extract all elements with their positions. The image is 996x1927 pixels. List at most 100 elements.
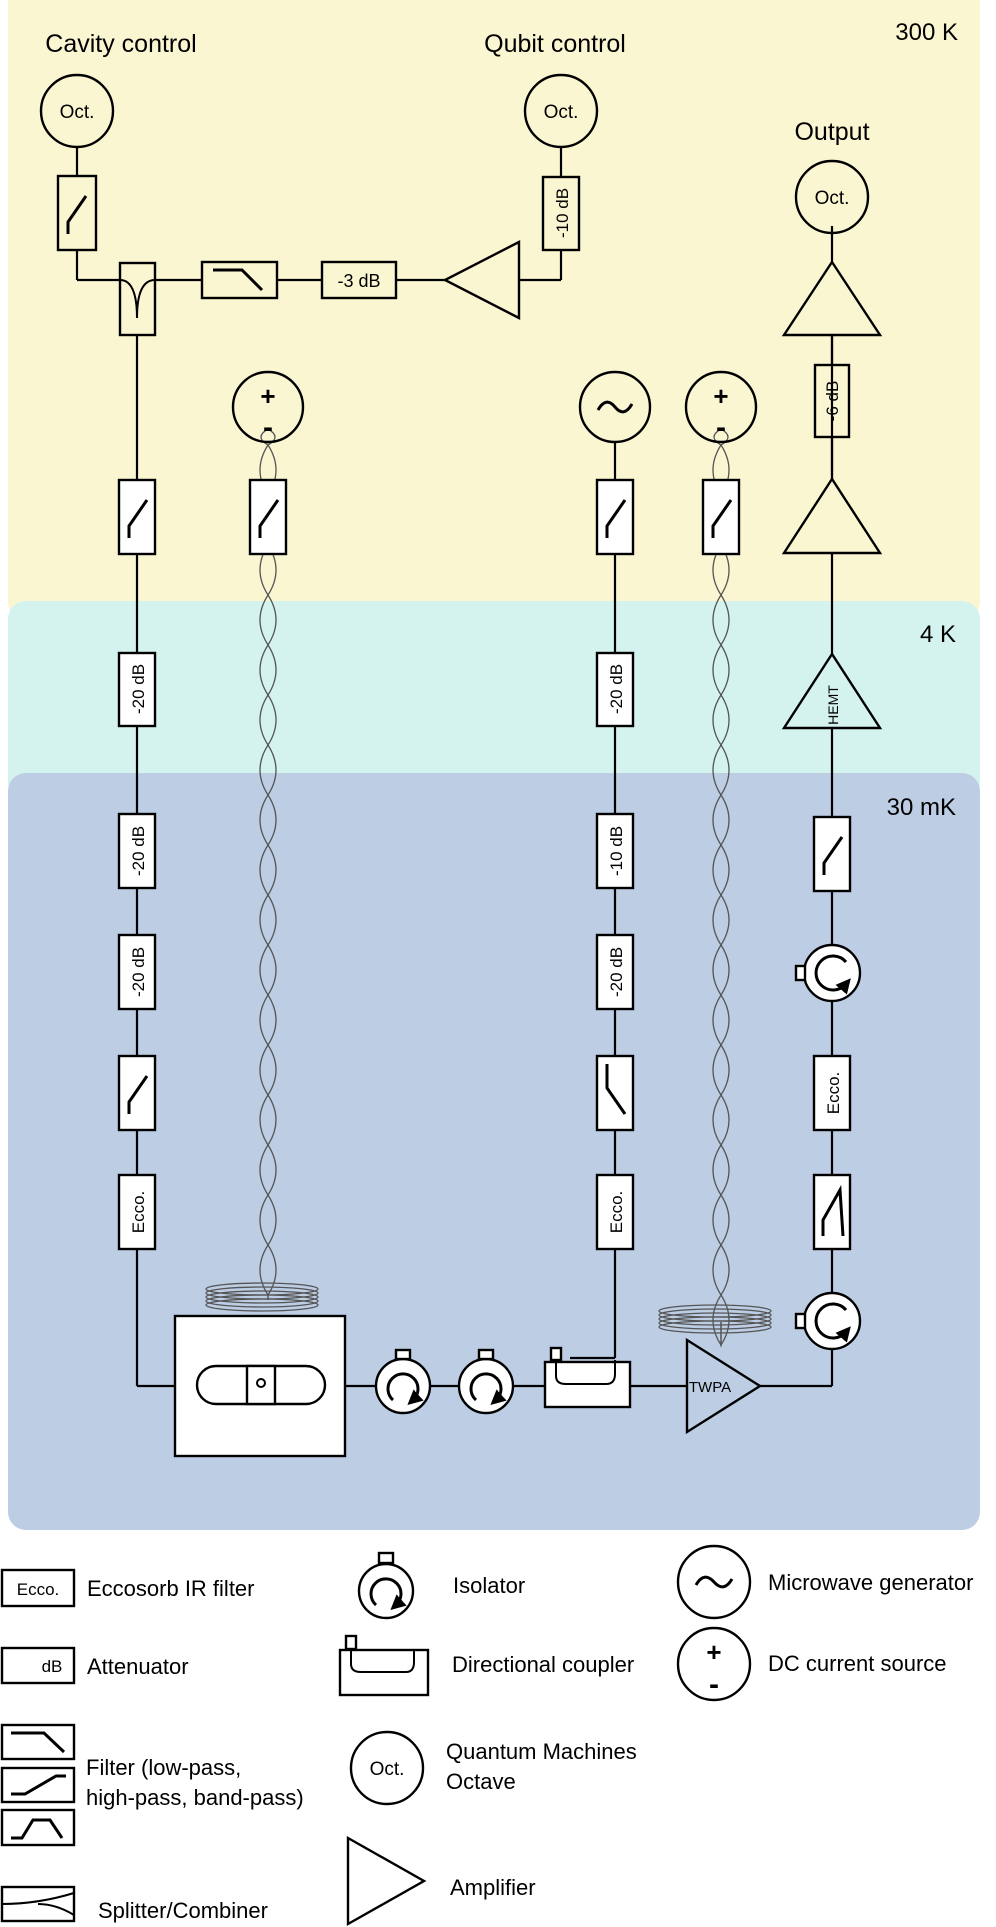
hemt-amplifier: HEMT	[781, 651, 883, 730]
attenuator-qubit-30mk-2-label: -20 dB	[607, 947, 626, 997]
attenuator-qubit-4k-label: -20 dB	[607, 664, 626, 714]
qubit-control-heading: Qubit control	[484, 30, 626, 58]
legend-db-symbol: dB	[42, 1657, 63, 1676]
output-octave-label: Oct.	[815, 188, 850, 209]
attenuator-minus3db-label: -3 dB	[337, 271, 380, 291]
output-eccosorb-filter: Ecco.	[812, 1054, 852, 1132]
dc-left-plus: +	[260, 381, 275, 411]
dc-right-highpass-filter	[701, 478, 741, 556]
dc-current-source-right: + -	[684, 370, 758, 444]
legend-filter-text-2: high-pass, band-pass)	[86, 1785, 304, 1810]
legend-octave-text-1: Quantum Machines	[446, 1739, 637, 1764]
attenuator-output-minus6db-label: -6 dB	[823, 381, 842, 422]
dc-current-source-left: + -	[231, 370, 305, 444]
cavity-highpass-filter	[56, 174, 98, 252]
legend-attenuator-text: Attenuator	[87, 1654, 189, 1679]
twpa-label: TWPA	[689, 1379, 731, 1396]
legend-filters: Filter (low-pass, high-pass, band-pass)	[0, 1723, 304, 1847]
twpa-amplifier: TWPA	[685, 1337, 763, 1435]
twisted-pair-dc-right	[712, 428, 730, 1348]
microwave-generator	[578, 370, 652, 444]
path-isolator-1	[374, 1348, 432, 1415]
legend-attenuator: dB Attenuator	[0, 1646, 189, 1685]
attenuator-cavity-30mk-2-label: -20 dB	[129, 947, 148, 997]
cavity-eccosorb-filter: Ecco.	[117, 1173, 157, 1251]
dc-right-minus: -	[716, 411, 726, 444]
legend-generator: Microwave generator	[676, 1544, 973, 1620]
attenuator-cavity-4k-label: -20 dB	[129, 664, 148, 714]
attenuator-qubit-4k: -20 dB	[595, 651, 635, 728]
sample-cavity	[173, 1314, 347, 1458]
legend-octave-text-2: Octave	[446, 1769, 516, 1794]
legend-ecco: Ecco. Eccosorb IR filter	[0, 1568, 255, 1608]
legend-dc-minus: -	[709, 1668, 719, 1701]
generator-highpass-filter	[595, 478, 635, 556]
attenuator-qubit-30mk-1: -10 dB	[595, 812, 635, 890]
cavity-octave: Oct.	[39, 73, 115, 149]
dc-left-minus: -	[263, 411, 273, 444]
legend-oct-symbol: Oct.	[370, 1759, 405, 1780]
legend: Ecco. Eccosorb IR filter dB Attenuator F…	[0, 1544, 973, 1927]
legend-ecco-text: Eccosorb IR filter	[87, 1576, 255, 1601]
zone-300k-label: 300 K	[895, 19, 958, 46]
cavity-octave-label: Oct.	[60, 102, 95, 123]
qubit-octave: Oct.	[523, 73, 599, 149]
path-isolator-2	[457, 1348, 515, 1415]
legend-splitter-text: Splitter/Combiner	[98, 1898, 268, 1923]
output-isolator-1	[794, 943, 862, 1003]
legend-filter-text-1: Filter (low-pass,	[86, 1755, 241, 1780]
coil-right	[658, 1304, 772, 1334]
legend-coupler: Directional coupler	[338, 1634, 634, 1697]
attenuator-cavity-30mk-1-label: -20 dB	[129, 826, 148, 876]
dc-right-plus: +	[713, 381, 728, 411]
cavity-eccosorb-label: Ecco.	[129, 1191, 148, 1234]
zone-30mk-label: 30 mK	[887, 794, 956, 821]
legend-generator-text: Microwave generator	[768, 1570, 973, 1595]
cavity-line-highpass-filter-300k	[117, 478, 157, 556]
attenuator-cavity-30mk-1: -20 dB	[117, 812, 157, 890]
hemt-label: HEMT	[825, 685, 841, 725]
output-amplifier-middle	[781, 476, 883, 555]
attenuator-qubit-30mk-2: -20 dB	[595, 933, 635, 1011]
attenuator-qubit-30mk-1-label: -10 dB	[607, 826, 626, 876]
legend-coupler-text: Directional coupler	[452, 1652, 634, 1677]
qubit-eccosorb-label: Ecco.	[607, 1191, 626, 1234]
legend-dc-source-text: DC current source	[768, 1651, 947, 1676]
attenuator-qubit-minus10db-label: -10 dB	[553, 188, 572, 238]
legend-amplifier-text: Amplifier	[450, 1875, 536, 1900]
attenuator-minus3db: -3 dB	[320, 260, 398, 300]
coil-left	[205, 1282, 319, 1312]
legend-isolator: Isolator	[357, 1551, 525, 1620]
legend-ecco-symbol: Ecco.	[17, 1580, 60, 1599]
splitter-combiner	[118, 261, 157, 337]
qubit-eccosorb-filter: Ecco.	[595, 1173, 635, 1251]
directional-coupler	[543, 1346, 632, 1409]
attenuator-cavity-4k: -20 dB	[117, 651, 157, 728]
zone-4k	[8, 601, 980, 801]
legend-octave: Oct. Quantum Machines Octave	[349, 1730, 637, 1806]
qubit-lowpass-filter-30mk	[595, 1054, 635, 1132]
qubit-lowpass-filter	[200, 260, 279, 300]
qubit-octave-label: Oct.	[544, 102, 579, 123]
output-isolator-2	[794, 1291, 862, 1351]
legend-isolator-text: Isolator	[453, 1573, 525, 1598]
zone-300k	[8, 0, 980, 620]
twisted-pair-dc-left	[259, 428, 277, 1300]
output-eccosorb-label: Ecco.	[824, 1072, 843, 1115]
output-bandpass-filter	[812, 1173, 852, 1251]
legend-dc-plus: +	[706, 1637, 721, 1667]
cavity-highpass-filter-30mk	[117, 1054, 157, 1132]
dc-left-highpass-filter	[248, 478, 288, 556]
qubit-amplifier	[442, 240, 521, 320]
legend-splitter: Splitter/Combiner	[0, 1885, 268, 1923]
legend-amplifier: Amplifier	[346, 1835, 536, 1927]
output-highpass-filter-30mk	[812, 815, 852, 893]
attenuator-qubit-minus10db: -10 dB	[541, 175, 581, 252]
cavity-control-heading: Cavity control	[45, 30, 196, 58]
zone-4k-label: 4 K	[920, 621, 956, 648]
output-heading: Output	[794, 118, 869, 146]
legend-dc-source: + - DC current source	[676, 1626, 947, 1702]
attenuator-cavity-30mk-2: -20 dB	[117, 933, 157, 1011]
output-octave: Oct.	[794, 159, 870, 235]
